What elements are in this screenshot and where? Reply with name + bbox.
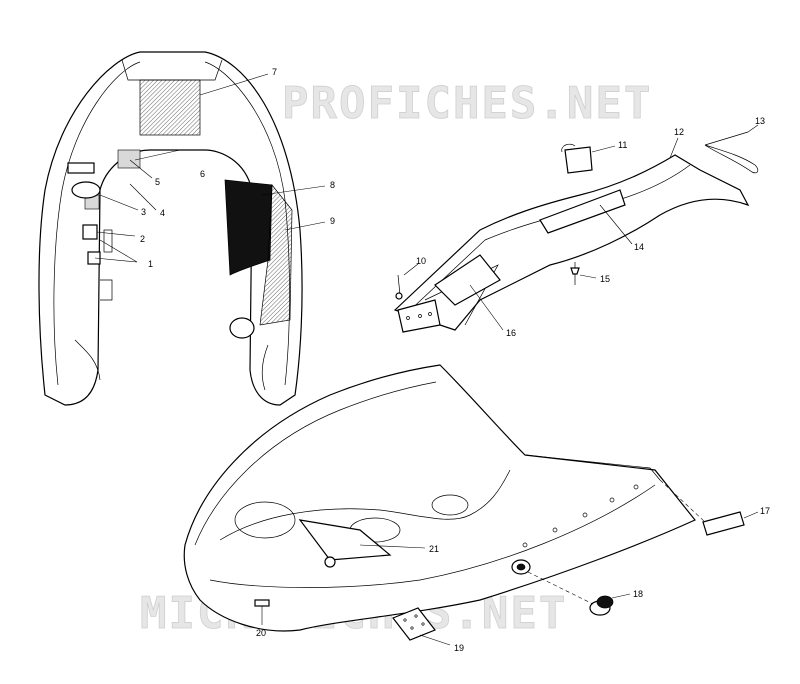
callout-16: 16 xyxy=(506,328,516,338)
leaders-bottom xyxy=(261,479,759,646)
callout-5: 5 xyxy=(155,177,160,187)
callout-4: 4 xyxy=(160,208,165,218)
callout-9: 9 xyxy=(330,216,335,226)
callout-17: 17 xyxy=(760,506,770,516)
callout-21: 21 xyxy=(429,544,439,554)
callout-7: 7 xyxy=(272,67,277,77)
leaders-top-right xyxy=(403,124,759,331)
hull-side-view xyxy=(183,364,696,632)
callout-8: 8 xyxy=(330,180,335,190)
callout-18: 18 xyxy=(633,589,643,599)
callout-20: 20 xyxy=(256,628,266,638)
side-decal-stripe xyxy=(259,184,293,326)
callout-15: 15 xyxy=(600,274,610,284)
callout-labels: 1 2 3 4 5 6 7 8 9 10 11 12 13 14 15 16 1… xyxy=(140,67,770,653)
callout-11: 11 xyxy=(618,140,627,150)
callout-19: 19 xyxy=(454,643,464,653)
callout-2: 2 xyxy=(140,234,145,244)
callout-6: 6 xyxy=(200,169,205,179)
callout-10: 10 xyxy=(416,256,426,266)
callout-12: 12 xyxy=(674,127,684,137)
callout-1: 1 xyxy=(148,259,153,269)
hull-top-view xyxy=(38,51,303,406)
reflector-17 xyxy=(702,511,745,536)
leaders-top-left xyxy=(94,73,326,263)
rear-decal xyxy=(139,79,201,136)
seat-rail-assembly xyxy=(393,131,759,333)
side-decal-dark xyxy=(224,179,273,276)
callout-14: 14 xyxy=(634,242,644,252)
plate-19 xyxy=(392,607,436,641)
callout-3: 3 xyxy=(141,207,146,217)
watermark-top: PROFICHES.NET xyxy=(282,78,652,129)
loose-parts-bottom xyxy=(392,511,745,641)
callout-13: 13 xyxy=(755,116,765,126)
